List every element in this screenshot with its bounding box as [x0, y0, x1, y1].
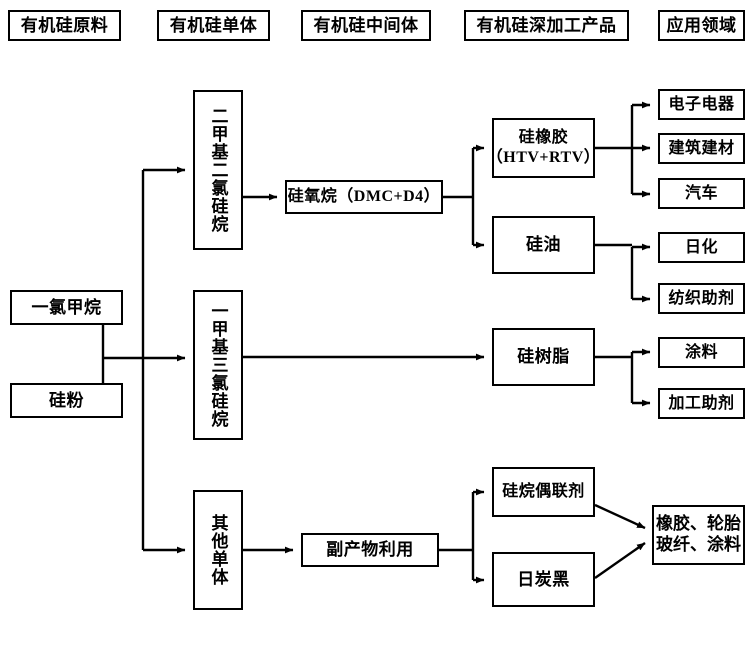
header-processed-goods: 有机硅深加工产品: [464, 10, 629, 41]
node-silane-coupling-agent: 硅烷偶联剂: [492, 467, 595, 517]
node-app-automotive: 汽车: [658, 178, 745, 209]
header-intermediates: 有机硅中间体: [301, 10, 431, 41]
node-silicone-rubber: 硅橡胶 （HTV+RTV）: [487, 118, 600, 178]
node-app-electronics: 电子电器: [658, 89, 745, 120]
node-methyl-chloride: 一氯甲烷: [10, 290, 123, 325]
node-silicon-powder: 硅粉: [10, 383, 123, 418]
node-other-monomers: 其他单体: [193, 490, 243, 610]
edge-black-to-final: [594, 542, 646, 579]
node-methyltrichlorosilane: 一甲基三氯硅烷: [193, 290, 243, 440]
header-monomers: 有机硅单体: [157, 10, 270, 41]
node-silicone-oil: 硅油: [492, 216, 595, 274]
node-app-coatings: 涂料: [658, 337, 745, 368]
node-silicone-resin: 硅树脂: [492, 328, 595, 386]
header-applications: 应用领域: [658, 10, 745, 41]
node-app-daily-chemicals: 日化: [658, 232, 745, 263]
node-white-carbon-black: 日炭黑: [492, 552, 595, 607]
node-app-construction: 建筑建材: [658, 133, 745, 164]
header-raw-materials: 有机硅原料: [8, 10, 121, 41]
node-app-processing-aids: 加工助剂: [658, 388, 745, 419]
node-byproduct-utilization: 副产物利用: [301, 533, 439, 567]
node-app-rubber-tire-fiberglass-coating: 橡胶、轮胎 玻纤、涂料: [652, 505, 745, 565]
node-siloxane: 硅氧烷（DMC+D4）: [285, 180, 443, 214]
node-app-textile-auxiliary: 纺织助剂: [658, 283, 745, 314]
node-dimethyldichlorosilane: 二甲基二氯硅烷: [193, 90, 243, 250]
edge-silane-to-final: [594, 503, 646, 530]
